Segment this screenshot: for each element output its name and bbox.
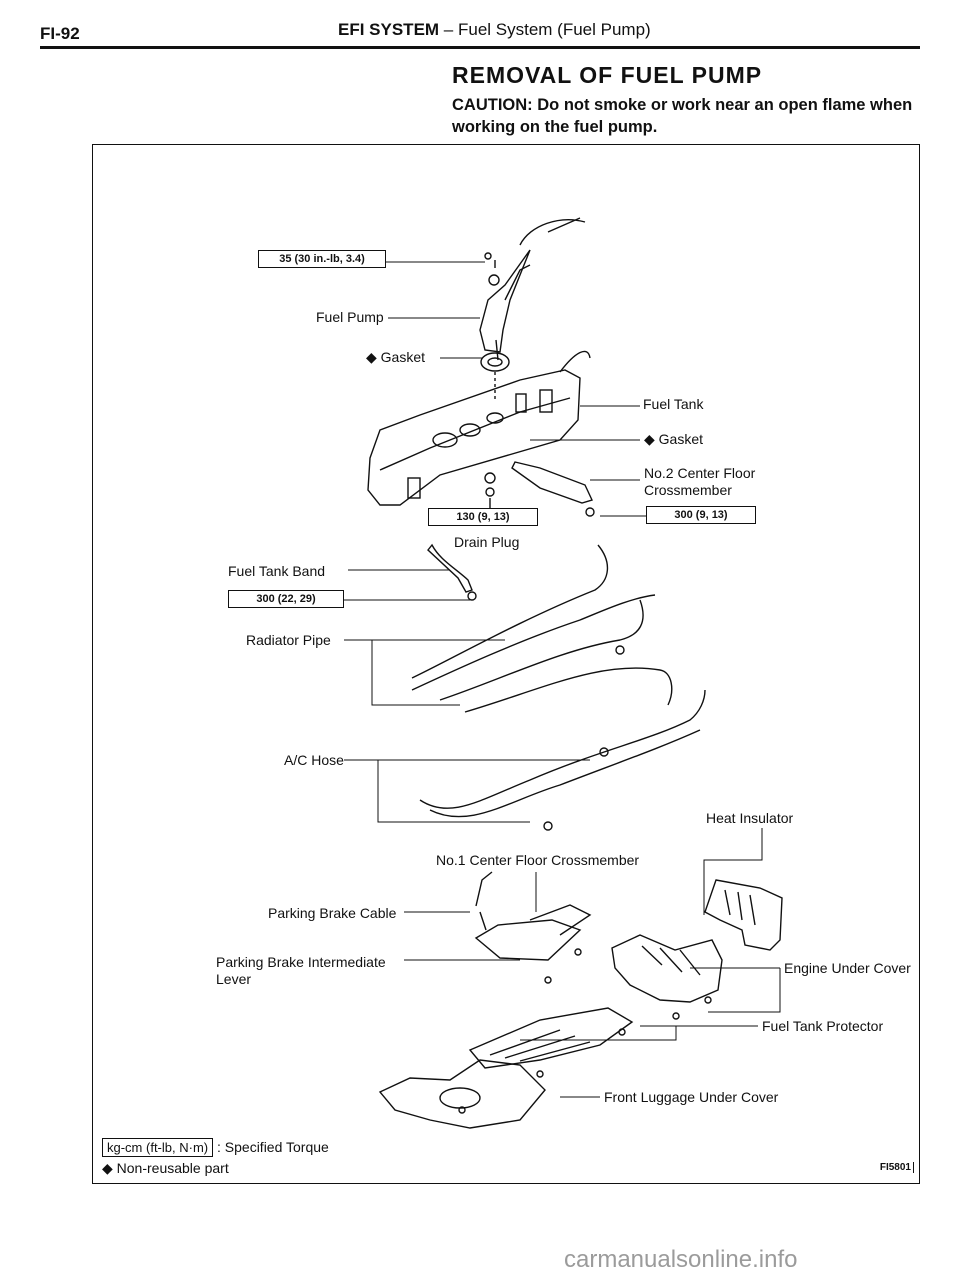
label-fuel-tank-protector: Fuel Tank Protector: [762, 1018, 884, 1034]
section-title: REMOVAL OF FUEL PUMP: [452, 62, 763, 88]
diamond-icon: ◆: [366, 349, 381, 365]
engine-under-cover-drawing: [611, 934, 723, 1003]
legend-torque-box: kg-cm (ft-lb, N·m): [102, 1138, 214, 1157]
ac-hose-drawing: [419, 689, 706, 809]
torque-box-crossmember: 300 (9, 13): [646, 506, 756, 524]
torque-box-fuel-pump: 35 (30 in.-lb, 3.4): [258, 250, 386, 268]
label-fuel-tank: Fuel Tank: [643, 396, 704, 412]
fuel-tank-band-drawing: [427, 543, 473, 593]
label-parking-brake-cable: Parking Brake Cable: [268, 905, 397, 921]
legend-torque: kg-cm (ft-lb, N·m) : Specified Torque: [102, 1138, 329, 1157]
gasket-drawing: [480, 352, 510, 372]
page-number: FI-92: [40, 24, 80, 43]
torque-box-drain-plug: 130 (9, 13): [428, 508, 538, 526]
fuel-pump-drawing: [479, 217, 586, 361]
no2-crossmember-drawing: [511, 461, 593, 504]
label-parking-brake-lever-line2: Lever: [216, 971, 252, 987]
diamond-icon: ◆: [644, 431, 659, 447]
label-drain-plug: Drain Plug: [454, 534, 520, 550]
legend-torque-desc: : Specified Torque: [217, 1139, 329, 1155]
label-ac-hose: A/C Hose: [284, 752, 344, 768]
fuel-tank-protector-drawing: [468, 1007, 634, 1069]
label-no1-crossmember: No.1 Center Floor Crossmember: [436, 852, 640, 868]
label-no2-crossmember-line2: Crossmember: [644, 482, 732, 498]
system-name: EFI SYSTEM: [338, 20, 440, 39]
header-subtitle: Fuel System (Fuel Pump): [457, 20, 651, 39]
label-gasket-top: ◆ Gasket: [366, 349, 426, 365]
bolt-symbols: [458, 252, 712, 1114]
label-gasket-right: ◆ Gasket: [644, 431, 704, 447]
parking-brake-lever-drawing: [474, 919, 582, 961]
header-rule: [40, 46, 920, 49]
page-header-title: EFI SYSTEM – Fuel System (Fuel Pump): [338, 20, 651, 40]
radiator-pipe-drawing: [411, 544, 609, 679]
figure-code: FI5801: [880, 1162, 914, 1173]
torque-box-tank-band: 300 (22, 29): [228, 590, 344, 608]
label-radiator-pipe: Radiator Pipe: [246, 632, 331, 648]
parking-brake-cable-drawing: [475, 871, 493, 931]
label-front-luggage-cover: Front Luggage Under Cover: [604, 1089, 779, 1105]
label-fuel-pump: Fuel Pump: [316, 309, 384, 325]
caution-text: CAUTION: Do not smoke or work near an op…: [452, 96, 913, 136]
heat-insulator-drawing: [704, 879, 783, 951]
leader-lines: [344, 261, 781, 1098]
front-luggage-under-cover-drawing: [378, 1059, 546, 1129]
label-engine-under-cover: Engine Under Cover: [784, 960, 911, 976]
label-fuel-tank-band: Fuel Tank Band: [228, 563, 326, 579]
legend-nonreusable: ◆ Non-reusable part: [102, 1160, 229, 1176]
label-parking-brake-lever-line1: Parking Brake Intermediate: [216, 954, 386, 970]
diamond-icon: ◆: [102, 1160, 117, 1176]
header-separator: –: [439, 20, 458, 39]
label-heat-insulator: Heat Insulator: [706, 810, 794, 826]
diagram-frame: [92, 144, 920, 1184]
fuel-tank-drawing: [367, 350, 591, 506]
watermark: carmanualsonline.info: [564, 1246, 798, 1273]
label-no2-crossmember-line1: No.2 Center Floor: [644, 465, 756, 481]
